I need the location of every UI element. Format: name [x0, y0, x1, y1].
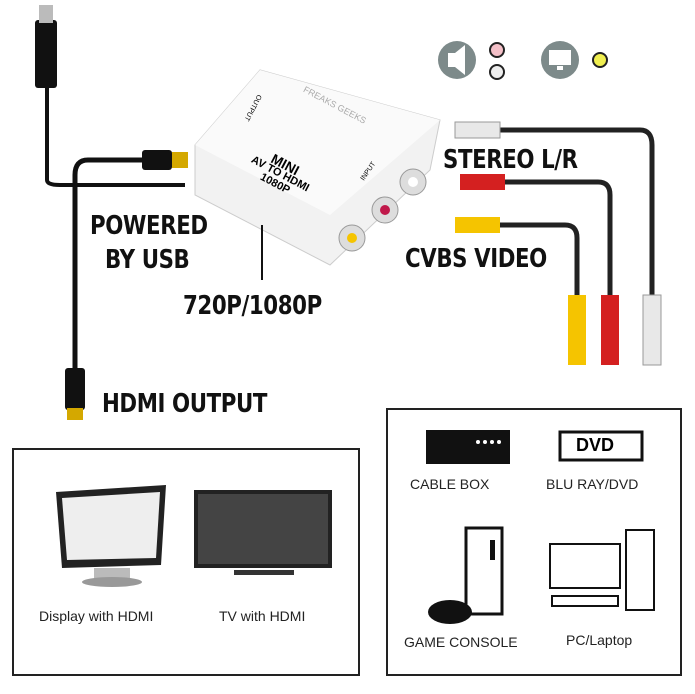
hdmi-display-icon: [56, 485, 166, 587]
input-label: BLU RAY/DVD: [546, 476, 639, 492]
hdmi-cable: [72, 157, 145, 370]
video-yellow-jack-icon: [592, 52, 608, 68]
cvbs-label: CVBS VIDEO: [405, 244, 547, 274]
cable-diagram: [35, 5, 662, 420]
tv-icon: [194, 490, 332, 575]
output-label: TV with HDMI: [219, 608, 306, 624]
input-label: GAME CONSOLE: [404, 634, 518, 650]
usb-plug: [35, 20, 57, 88]
usb-tip: [39, 5, 53, 23]
dvd-badge: DVD: [576, 435, 615, 455]
pc-laptop-icon: [549, 529, 655, 611]
cable-box-icon: [426, 430, 510, 464]
usb-cable: [45, 85, 185, 187]
dvd-icon: [558, 430, 644, 462]
hdmi-plug: [65, 368, 85, 410]
usb-label: BY USB: [105, 245, 190, 275]
converter-device: [194, 69, 441, 266]
switch-label: 720P/1080P: [183, 291, 322, 321]
hdmi-output-label: HDMI OUTPUT: [102, 389, 268, 419]
output-label: Display with HDMI: [39, 608, 154, 624]
input-label: PC/Laptop: [566, 632, 633, 648]
input-label: CABLE BOX: [410, 476, 490, 492]
input-devices-panel: DVD CABLE BOX BLU RAY/DVD GAME CONSOLE P…: [386, 408, 682, 676]
stereo-label: STEREO L/R: [443, 145, 578, 175]
game-console-icon: [428, 526, 504, 624]
output-devices-panel: Display with HDMI TV with HDMI: [12, 448, 360, 676]
powered-label: POWERED: [90, 211, 208, 241]
audio-red-jack-icon: [489, 42, 505, 58]
audio-white-jack-icon: [489, 64, 505, 80]
